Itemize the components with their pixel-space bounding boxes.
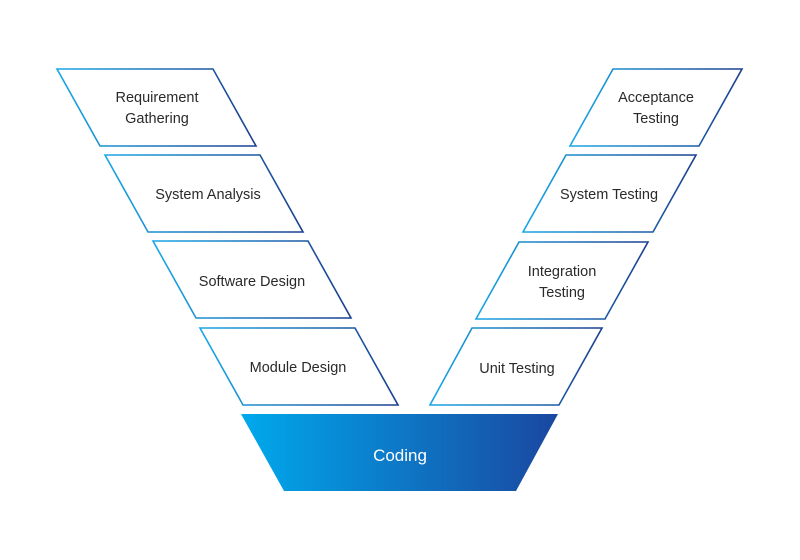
phase-label: Testing [633,111,679,127]
phase-label: System Analysis [155,187,261,203]
phase-unit-testing: Unit Testing [428,327,604,406]
phase-coding: Coding [241,414,558,491]
phase-label: Testing [539,285,585,301]
phase-label: Acceptance [618,90,694,106]
phase-acceptance-testing: Acceptance Testing [568,68,744,147]
phase-integration-testing: Integration Testing [474,241,650,320]
phase-system-testing: System Testing [521,154,698,233]
phase-label: Gathering [125,111,189,127]
phase-label: Coding [373,446,427,465]
phase-label: Integration [528,264,597,280]
phase-label: System Testing [560,187,658,203]
phase-requirement-gathering: Requirement Gathering [55,68,258,147]
phase-label: Unit Testing [479,361,555,377]
phase-module-design: Module Design [198,327,400,406]
phase-label: Requirement [115,90,198,106]
phase-label: Module Design [250,360,347,376]
phase-label: Software Design [199,274,305,290]
phase-software-design: Software Design [151,240,353,319]
phase-system-analysis: System Analysis [103,154,305,233]
